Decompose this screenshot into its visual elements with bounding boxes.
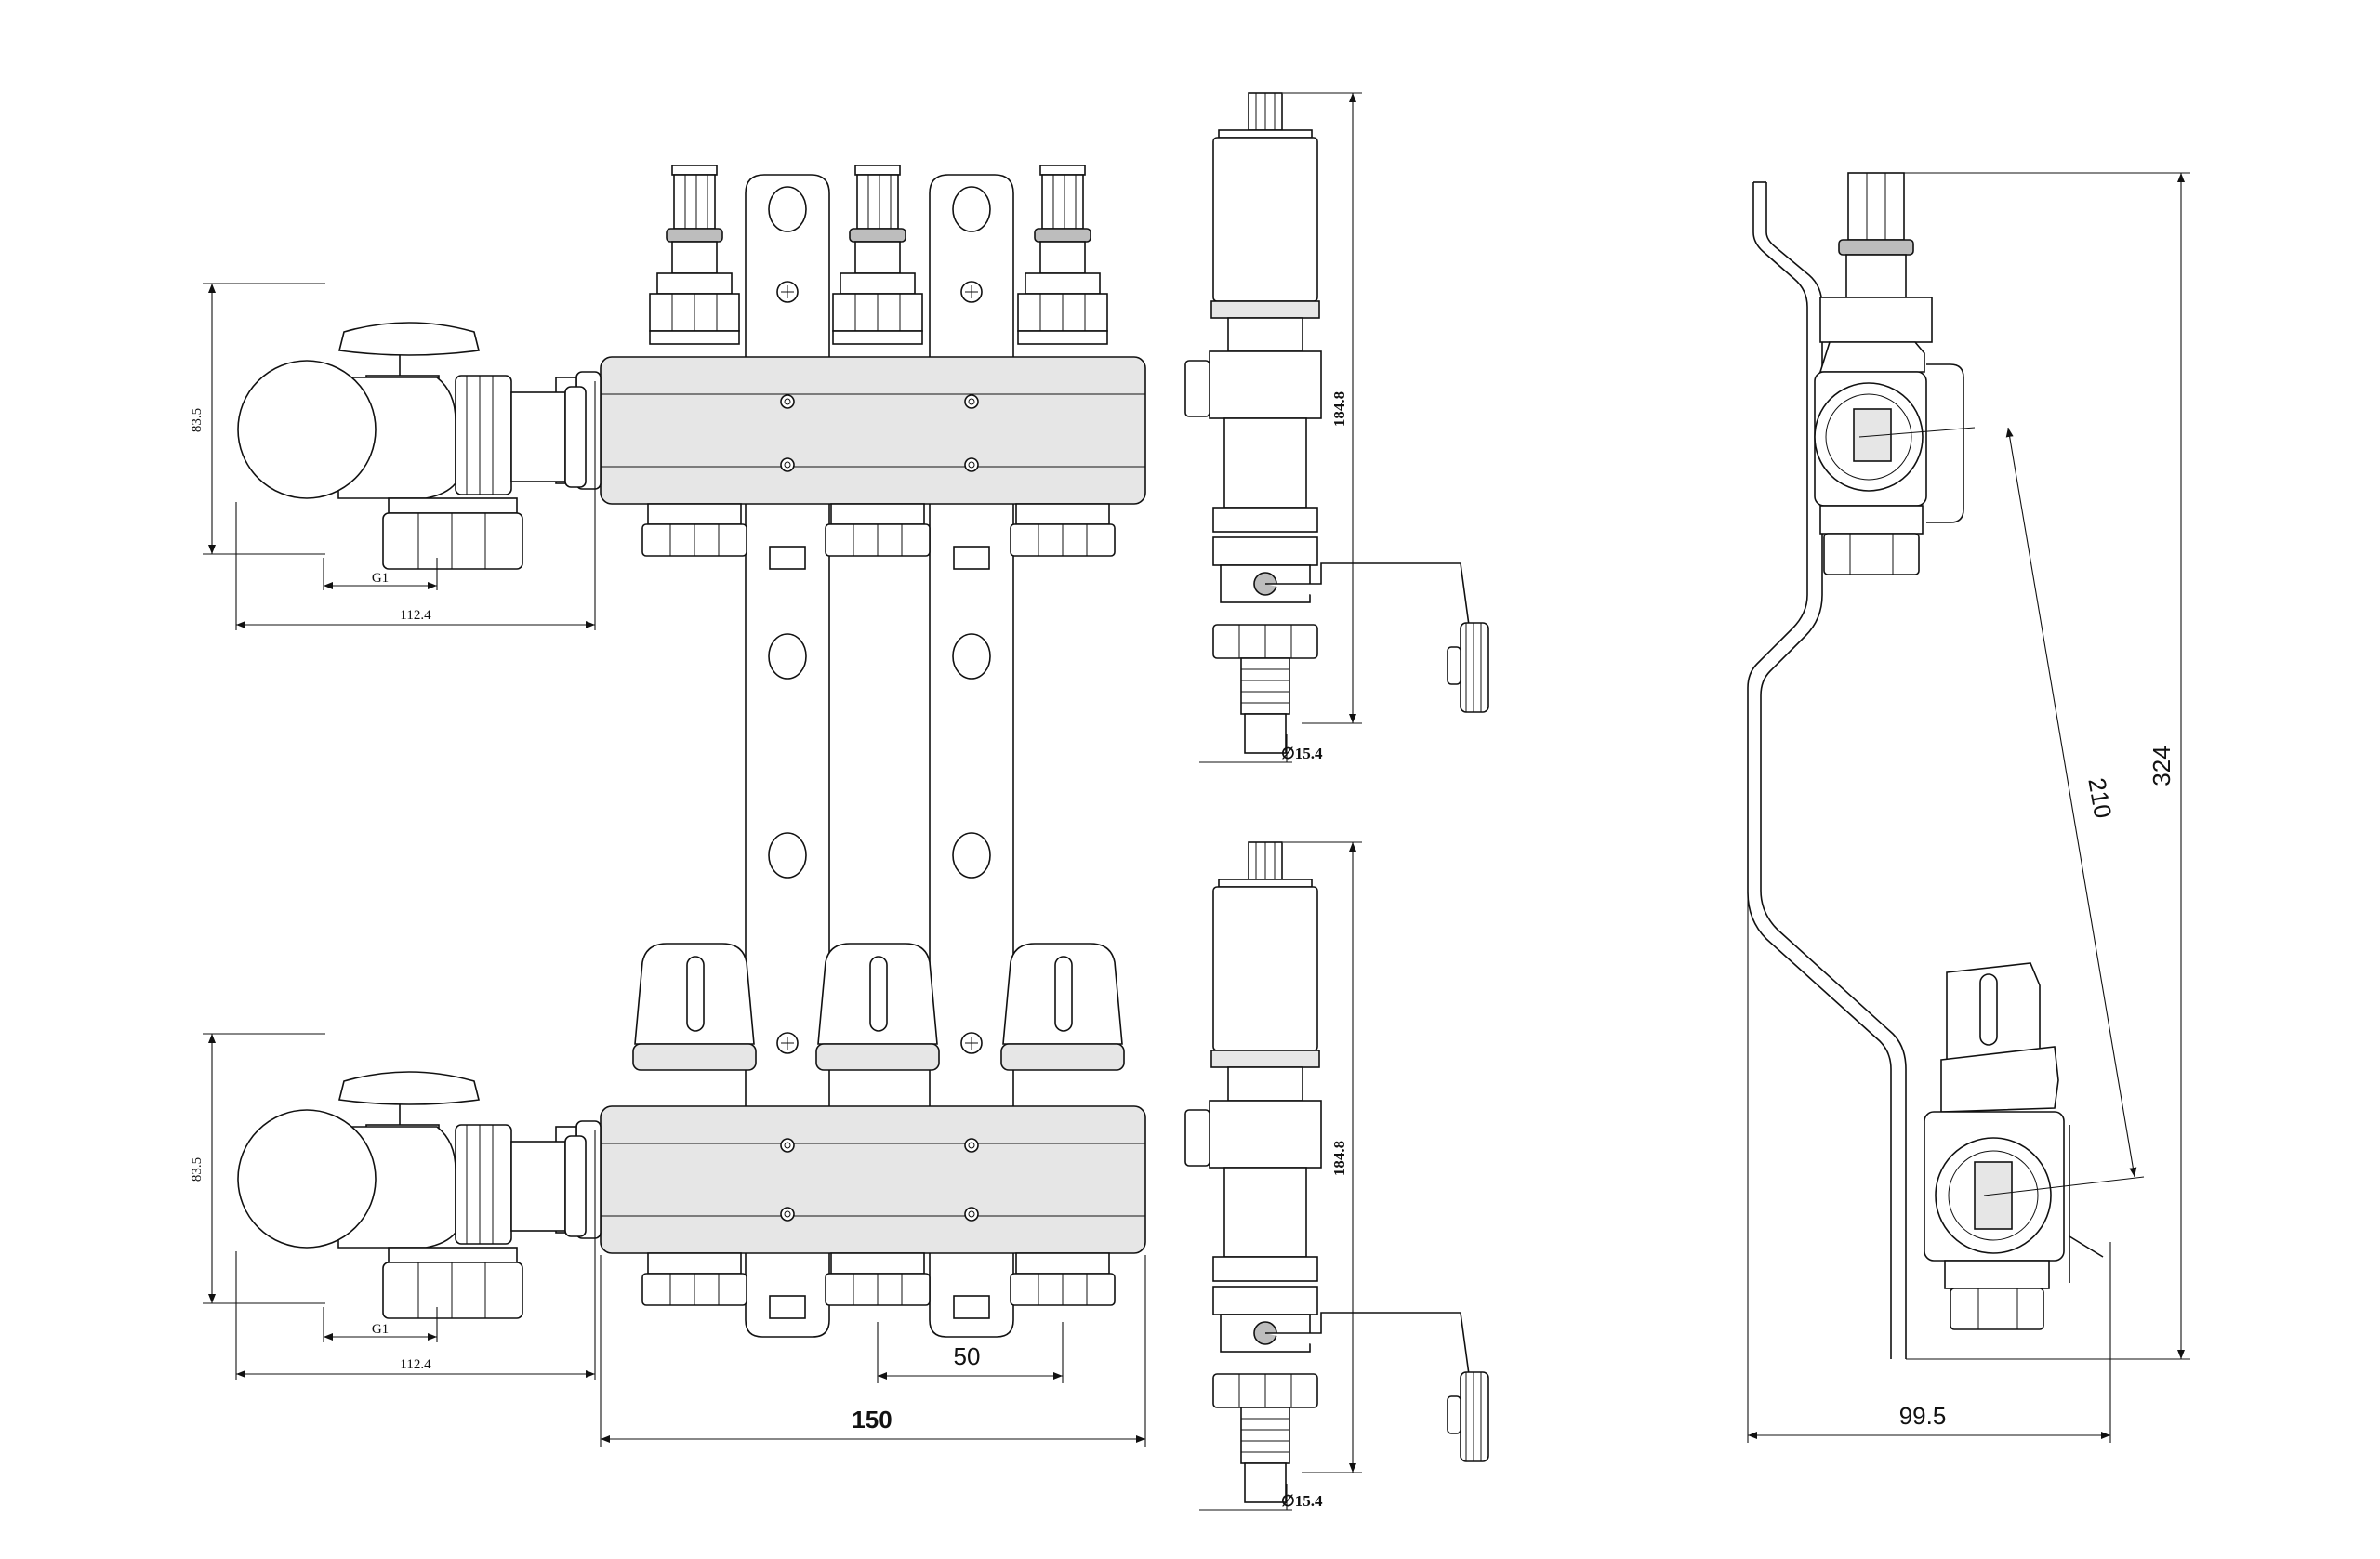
top-drain-diameter-label: ∅15.4 <box>1281 745 1323 762</box>
outlet-pitch-label: 50 <box>954 1342 981 1370</box>
dimension-side-diagonal: 210 <box>2005 427 2137 1178</box>
dimension-top-valve-height: 83.5 <box>190 283 325 555</box>
return-outlet-2 <box>825 1252 931 1306</box>
bracket-bolt <box>964 1207 979 1222</box>
bottom-valve-width-label: 112.4 <box>400 1357 431 1372</box>
dimension-bottom-valve-height: 83.5 <box>190 1033 325 1304</box>
return-cap-3 <box>1000 943 1125 1071</box>
return-ball-valve <box>237 1071 587 1319</box>
dimension-bottom-thread: G1 <box>323 1307 438 1342</box>
side-diagonal-label: 210 <box>2082 775 2117 820</box>
supply-bar <box>555 356 1146 505</box>
dimension-bottom-vent-height: 184.8 <box>1283 841 1362 1473</box>
flow-meter-2 <box>832 165 923 345</box>
supply-outlet-1 <box>641 503 747 557</box>
return-bar <box>555 1105 1146 1254</box>
bracket-bolt <box>780 394 795 409</box>
top-thread-label: G1 <box>372 571 389 586</box>
flow-meter-3 <box>1017 165 1108 345</box>
supply-ball-valve <box>237 322 587 570</box>
side-lower-unit <box>1924 962 2145 1330</box>
bottom-drain-diameter-label: ∅15.4 <box>1281 1492 1323 1510</box>
bracket-bolt <box>964 457 979 472</box>
dimension-side-height: 324 <box>1897 172 2190 1360</box>
supply-outlet-3 <box>1010 503 1116 557</box>
bracket-bolt <box>780 457 795 472</box>
side-depth-label: 99.5 <box>1899 1402 1947 1430</box>
side-view: 99.5 324 210 <box>1747 172 2190 1443</box>
dimension-side-depth: 99.5 <box>1747 892 2111 1443</box>
bottom-valve-height-label: 83.5 <box>190 1157 205 1182</box>
bracket-screw <box>776 1032 799 1054</box>
top-valve-width-label: 112.4 <box>400 608 431 623</box>
flow-meter-1 <box>649 165 740 345</box>
bracket-screw <box>776 281 799 303</box>
bracket-screw <box>960 1032 983 1054</box>
bottom-vent-height-label: 184.8 <box>1330 1141 1348 1176</box>
dimension-top-valve-width: 112.4 <box>235 381 596 630</box>
dimension-top-vent-height: 184.8 <box>1283 92 1362 724</box>
dimension-outlet-pitch: 50 <box>877 1322 1064 1383</box>
side-height-label: 324 <box>2148 746 2175 786</box>
return-manifold <box>237 841 1489 1503</box>
bracket-bolt <box>780 1207 795 1222</box>
supply-manifold <box>237 92 1489 754</box>
side-upper-unit <box>1814 172 1976 575</box>
bracket-bolt <box>964 394 979 409</box>
dimension-top-drain-diameter: ∅15.4 <box>1199 734 1323 763</box>
return-outlet-1 <box>641 1252 747 1306</box>
top-valve-height-label: 83.5 <box>190 408 205 432</box>
bracket-bolt <box>964 1138 979 1153</box>
dimension-manifold-width: 150 <box>600 1255 1146 1447</box>
manifold-width-label: 150 <box>852 1406 892 1433</box>
supply-outlet-2 <box>825 503 931 557</box>
top-vent-height-label: 184.8 <box>1330 391 1348 427</box>
dimension-top-thread: G1 <box>323 558 438 590</box>
dimension-bottom-drain-diameter: ∅15.4 <box>1199 1484 1323 1511</box>
return-outlet-3 <box>1010 1252 1116 1306</box>
bottom-thread-label: G1 <box>372 1322 389 1337</box>
return-cap-2 <box>815 943 940 1071</box>
return-cap-1 <box>632 943 757 1071</box>
side-bracket-profile <box>1747 182 1892 1359</box>
bracket-screw <box>960 281 983 303</box>
front-view: 83.5 G1 112.4 184.8 ∅15.4 <box>190 92 1489 1511</box>
dimension-bottom-valve-width: 112.4 <box>235 1130 596 1380</box>
bracket-bolt <box>780 1138 795 1153</box>
